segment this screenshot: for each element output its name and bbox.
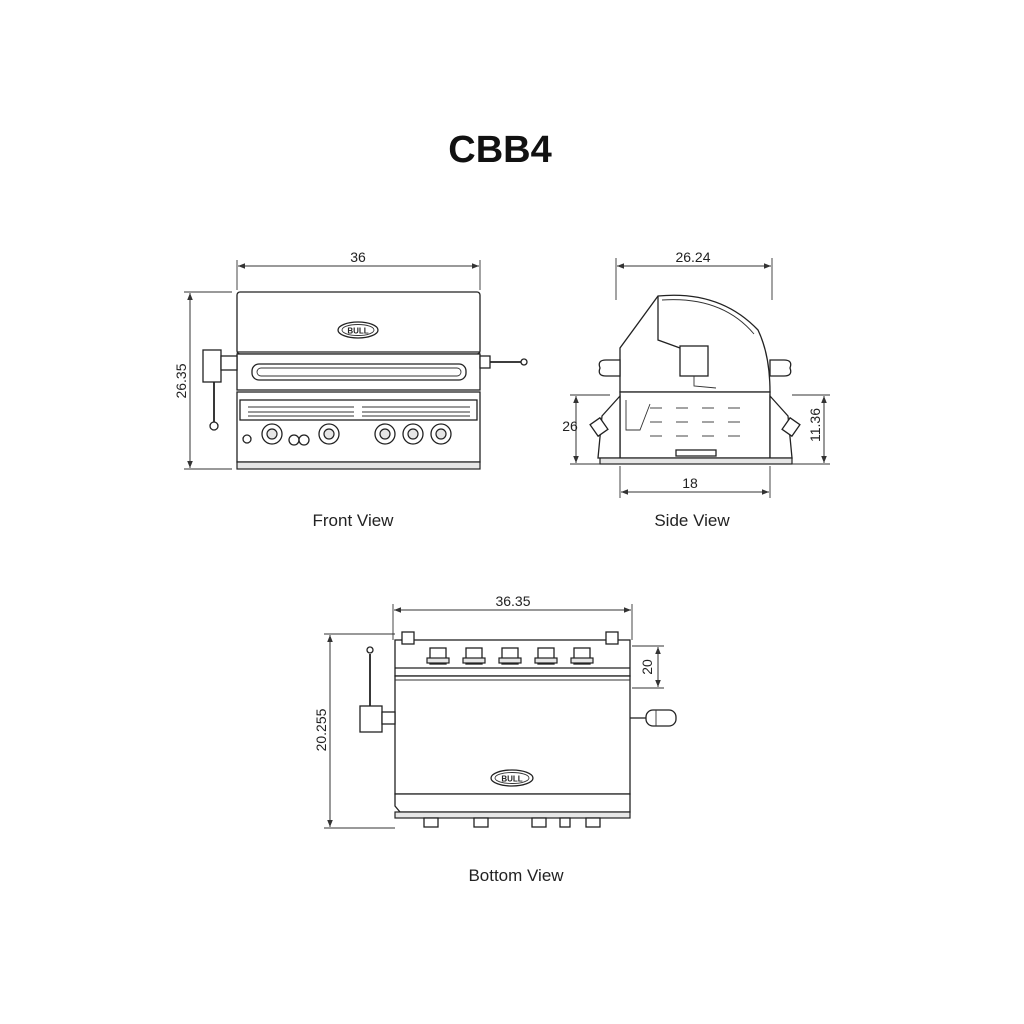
side-view-caption: Side View bbox=[654, 511, 730, 530]
drawing-title: CBB4 bbox=[448, 129, 551, 171]
bottom-logo-text: BULL bbox=[501, 775, 522, 784]
side-bottom-width-label: 18 bbox=[682, 475, 698, 491]
front-height-label: 26.35 bbox=[173, 363, 189, 398]
side-view: 26.24 26 11.36 bbox=[562, 249, 830, 530]
bottom-depth-label: 20 bbox=[639, 659, 655, 675]
bottom-width-label: 36.35 bbox=[495, 593, 530, 609]
bottom-view: 36.35 20.255 20 bbox=[313, 593, 677, 885]
side-top-width-label: 26.24 bbox=[675, 249, 710, 265]
front-logo-text: BULL bbox=[347, 327, 368, 336]
side-left-height-label: 26 bbox=[562, 418, 578, 434]
front-width-label: 36 bbox=[350, 249, 366, 265]
side-right-height-label: 11.36 bbox=[807, 408, 823, 442]
bottom-height-label: 20.255 bbox=[313, 708, 329, 751]
front-view-caption: Front View bbox=[313, 511, 395, 530]
front-view: 36 26.35 BULL bbox=[173, 249, 528, 530]
bottom-view-caption: Bottom View bbox=[468, 866, 564, 885]
